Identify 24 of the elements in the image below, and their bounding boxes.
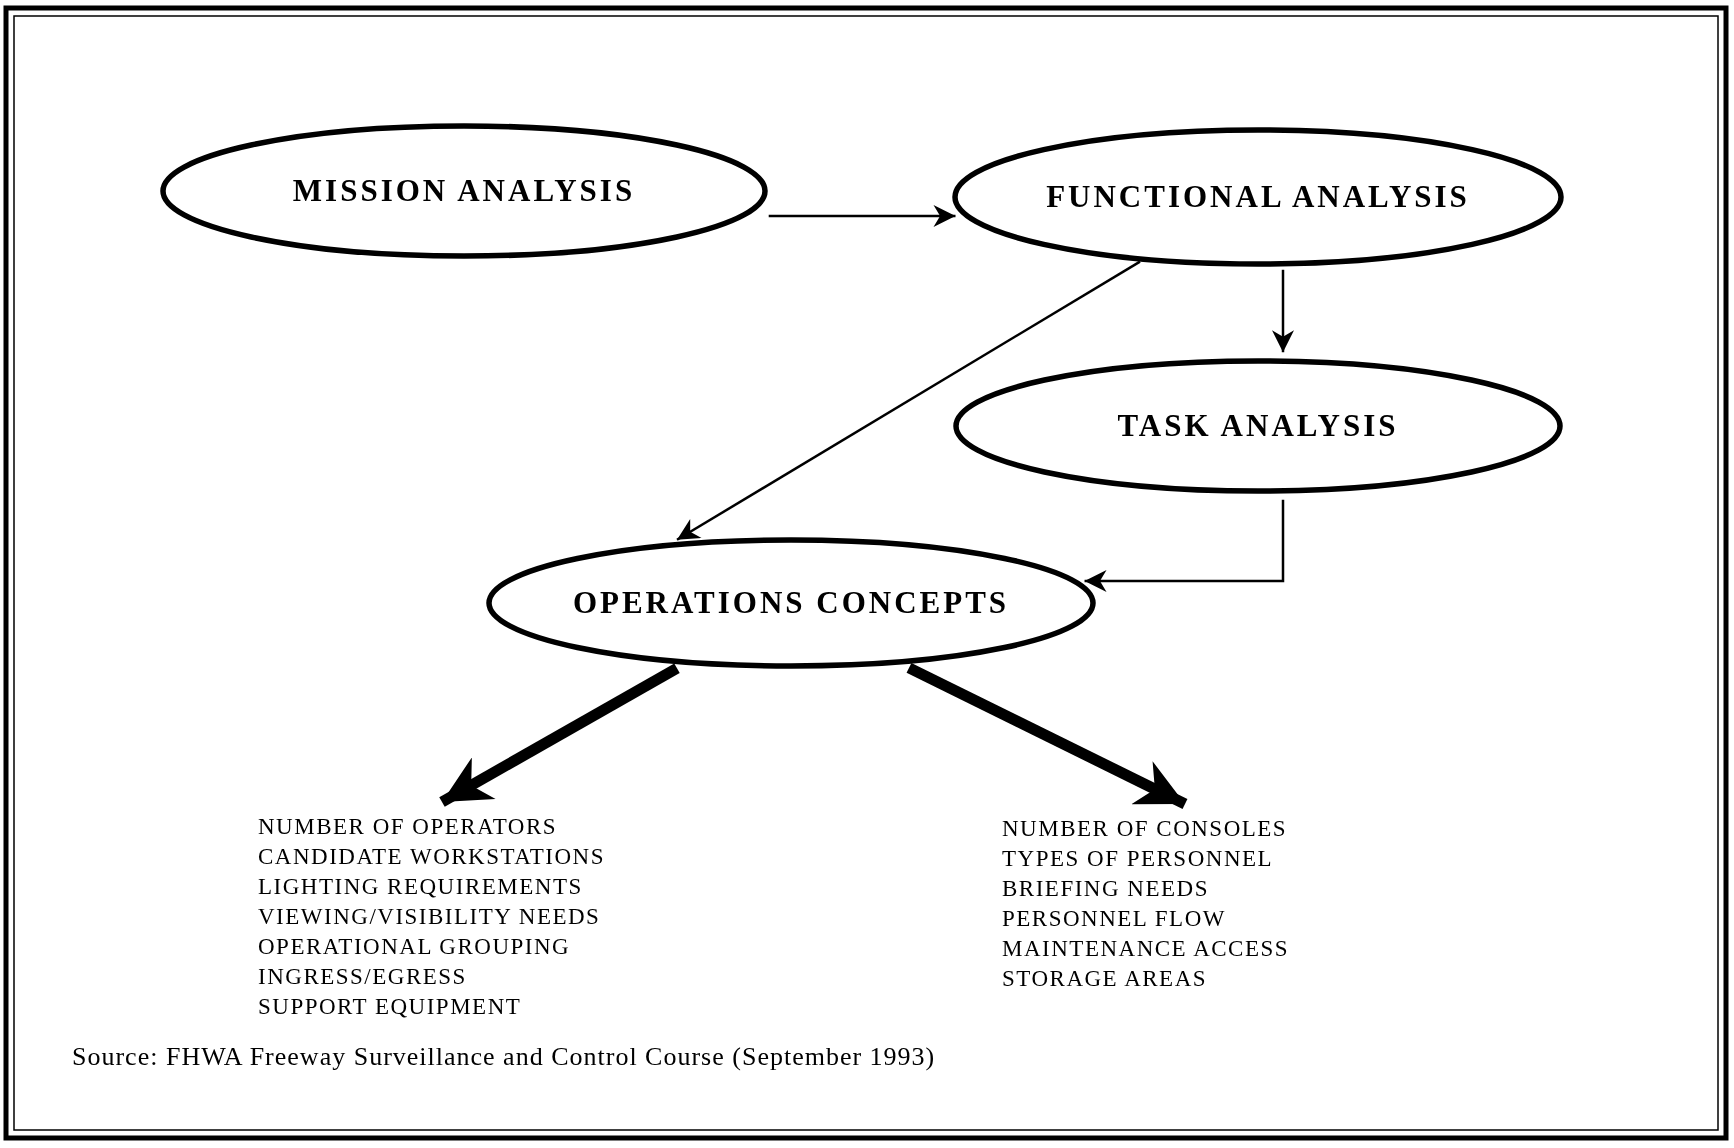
node-label: FUNCTIONAL ANALYSIS: [1046, 179, 1470, 215]
list-item: SUPPORT EQUIPMENT: [258, 993, 523, 1021]
list-item: NUMBER OF OPERATORS: [258, 813, 559, 841]
arrow: [1084, 499, 1285, 592]
arrow: [906, 662, 1188, 809]
arrow: [439, 663, 680, 807]
list-item: TYPES OF PERSONNEL: [1002, 845, 1275, 873]
list-item: STORAGE AREAS: [1002, 965, 1209, 993]
list-item: VIEWING/VISIBILITY NEEDS: [258, 903, 602, 931]
list-item: NUMBER OF CONSOLES: [1002, 815, 1289, 843]
list-item: MAINTENANCE ACCESS: [1002, 935, 1290, 963]
node-label: MISSION ANALYSIS: [292, 173, 636, 209]
list-item: LIGHTING REQUIREMENTS: [258, 873, 584, 901]
arrow: [1272, 269, 1294, 353]
node-label: TASK ANALYSIS: [1117, 408, 1399, 444]
list-item: PERSONNEL FLOW: [1002, 905, 1227, 933]
node-label: OPERATIONS CONCEPTS: [572, 585, 1010, 621]
list-item: OPERATIONAL GROUPING: [258, 933, 572, 961]
source-caption: Source: FHWA Freeway Surveillance and Control Course (September 1993): [72, 1042, 936, 1072]
arrow: [676, 260, 1141, 541]
list-item: CANDIDATE WORKSTATIONS: [258, 843, 605, 871]
list-item: BRIEFING NEEDS: [1002, 875, 1210, 903]
arrow: [768, 205, 956, 227]
list-item: INGRESS/EGRESS: [258, 963, 468, 991]
